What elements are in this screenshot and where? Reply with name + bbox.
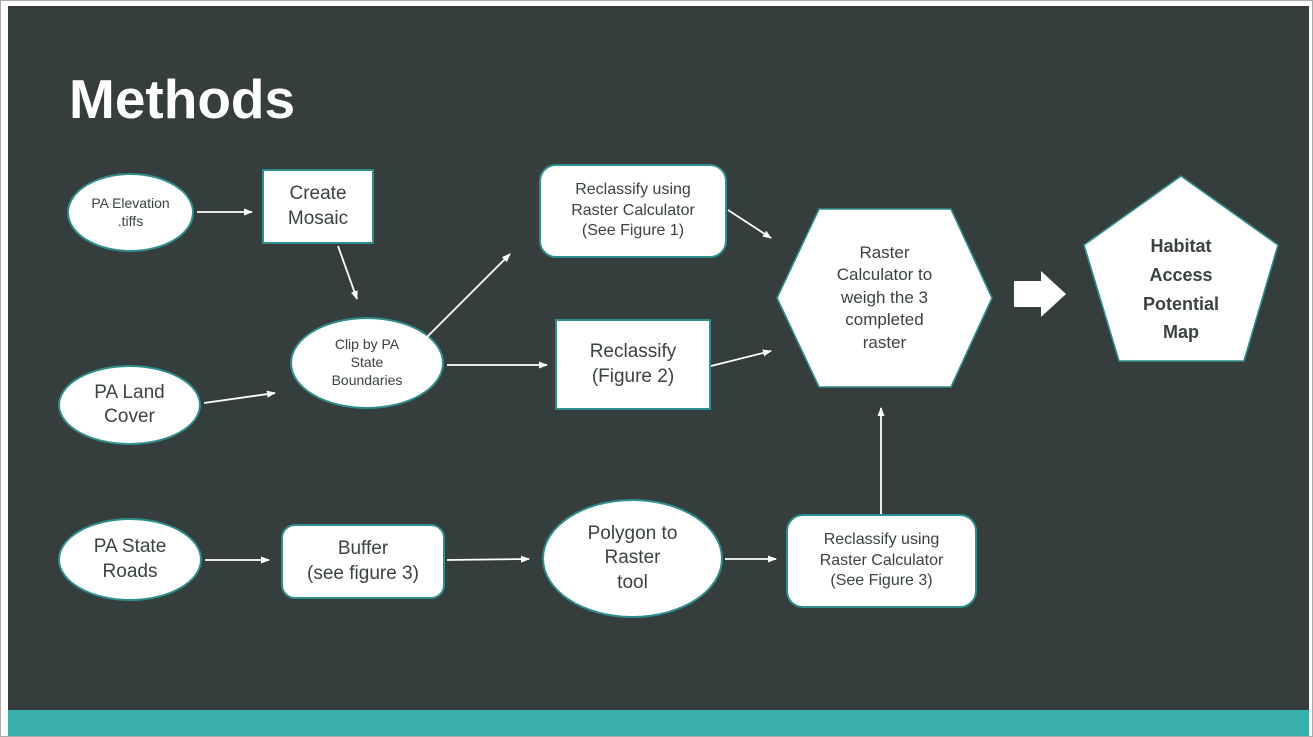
node-reclassify-fig1-label: Reclassify using Raster Calculator (See …: [571, 181, 695, 240]
node-clip-by-pa-label: Clip by PA State Boundaries: [331, 336, 403, 388]
node-reclassify-fig3: Reclassify using Raster Calculator (See …: [786, 514, 977, 608]
node-habitat-map-shape: [1083, 175, 1279, 362]
node-reclassify-fig2-label: Reclassify (Figure 2): [589, 341, 677, 387]
accent-bar: [8, 710, 1309, 736]
node-pa-state-roads-label: PA State Roads: [93, 536, 167, 582]
block-arrow-shape: [1014, 271, 1066, 317]
node-buffer: Buffer (see figure 3): [281, 524, 445, 599]
node-reclassify-fig1: Reclassify using Raster Calculator (See …: [539, 164, 727, 258]
node-pa-land-cover-label: PA Land Cover: [94, 381, 165, 427]
right-block-arrow-icon: [1014, 271, 1066, 317]
node-habitat-map-label: Habitat Access Potential Map: [1142, 235, 1219, 343]
pentagon-shape: [1083, 175, 1279, 362]
hexagon-shape: [776, 208, 993, 388]
node-raster-calculator-label: Raster Calculator to weigh the 3 complet…: [836, 242, 933, 352]
node-pa-elevation-label: PA Elevation .tiffs: [91, 194, 170, 229]
node-pa-elevation: PA Elevation .tiffs: [67, 173, 194, 252]
node-reclassify-fig2: Reclassify (Figure 2): [555, 319, 711, 410]
node-polygon-to-raster: Polygon to Raster tool: [542, 499, 723, 618]
node-create-mosaic: Create Mosaic: [262, 169, 374, 244]
node-polygon-to-raster-label: Polygon to Raster tool: [587, 523, 678, 593]
node-pa-state-roads: PA State Roads: [58, 518, 202, 601]
node-buffer-label: Buffer (see figure 3): [307, 538, 419, 584]
slide-title: Methods: [69, 68, 296, 130]
node-create-mosaic-label: Create Mosaic: [287, 183, 349, 229]
node-clip-by-pa: Clip by PA State Boundaries: [290, 317, 444, 409]
node-raster-calculator-shape: [776, 208, 993, 388]
node-pa-land-cover: PA Land Cover: [58, 365, 201, 445]
node-reclassify-fig3-label: Reclassify using Raster Calculator (See …: [819, 531, 944, 590]
